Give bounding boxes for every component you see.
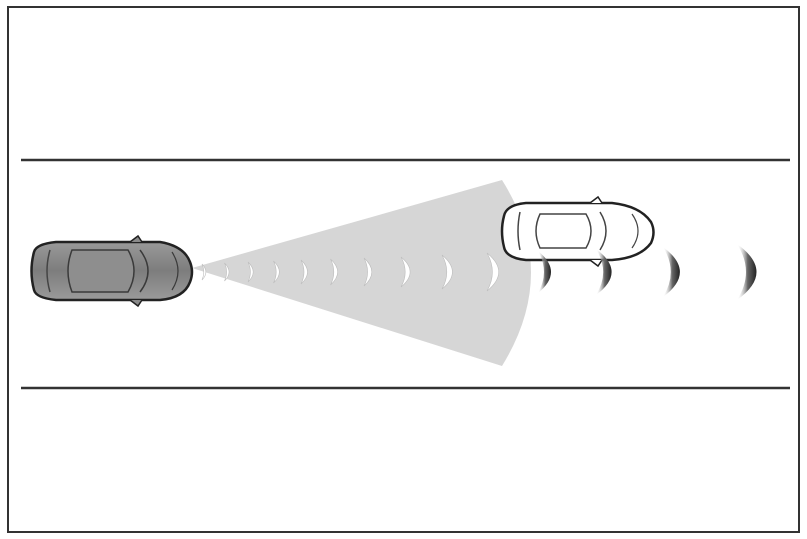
detected-vehicle-icon: [500, 195, 655, 268]
radar-cone: [192, 180, 531, 366]
radar-wave-mark: [663, 247, 680, 297]
radar-wave-mark: [224, 262, 230, 282]
radar-wave-mark: [400, 256, 411, 288]
radar-wave-mark: [247, 261, 254, 283]
radar-waves: [201, 244, 757, 300]
radar-wave-mark: [201, 263, 207, 281]
radar-wave-mark: [300, 259, 308, 285]
radar-wave-mark: [273, 260, 280, 284]
radar-wave-mark: [363, 257, 373, 287]
own-vehicle-icon: [30, 234, 194, 308]
radar-wave-mark: [596, 249, 612, 295]
radar-wave-mark: [441, 254, 453, 290]
radar-wave-mark: [330, 258, 338, 286]
radar-wave-mark: [538, 251, 551, 293]
radar-wave-mark: [737, 244, 757, 300]
radar-wave-mark: [486, 252, 499, 292]
